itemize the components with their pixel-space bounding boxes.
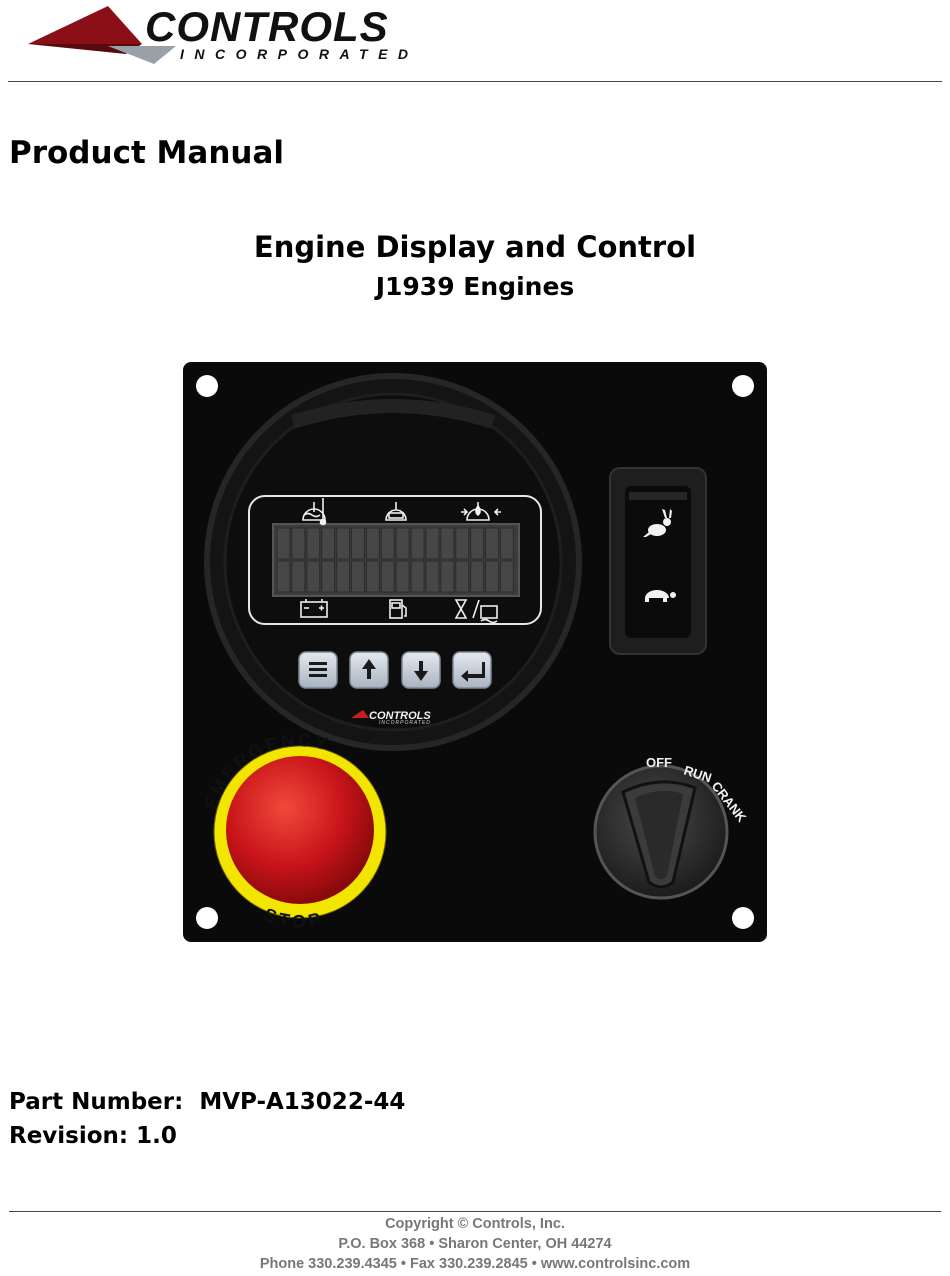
lcd-cell xyxy=(485,560,500,593)
lcd-cell xyxy=(380,560,395,593)
lcd-cell xyxy=(455,527,470,560)
coolant-temperature-icon xyxy=(302,498,327,526)
up-button xyxy=(349,651,389,689)
lcd-cell xyxy=(291,527,306,560)
footer-address: P.O. Box 368 • Sharon Center, OH 44274 xyxy=(338,1236,612,1252)
lcd-cell xyxy=(306,527,321,560)
bezel-logo-sub: INCORPORATED xyxy=(379,720,431,726)
lcd-cell xyxy=(351,527,365,560)
product-subtitle: J1939 Engines xyxy=(375,272,575,301)
lcd-cell xyxy=(470,560,485,593)
enter-button xyxy=(452,651,492,689)
lcd-cell xyxy=(395,527,410,560)
fuel-level-icon xyxy=(389,599,407,619)
key-off-label: OFF xyxy=(646,755,672,770)
bezel-logo: CONTROLS INCORPORATED xyxy=(351,710,431,726)
rabbit-icon xyxy=(643,509,672,537)
lcd-cell xyxy=(395,560,410,593)
lcd-cell xyxy=(500,560,514,593)
lcd-cell xyxy=(440,527,455,560)
lcd-cell xyxy=(291,560,306,593)
lcd-cell xyxy=(500,527,514,560)
engine-control-panel: CONTROLS INCORPORATED EMERGENCY xyxy=(183,362,767,942)
mounting-hole xyxy=(196,907,218,929)
product-title: Engine Display and Control xyxy=(253,230,697,264)
lcd-cell xyxy=(336,560,351,593)
lcd-cell xyxy=(410,527,425,560)
revision: Revision: 1.0 xyxy=(9,1120,177,1152)
footer-copyright: Copyright © Controls, Inc. xyxy=(385,1216,565,1232)
lcd-cell xyxy=(425,560,440,593)
part-number-label: Part Number: xyxy=(9,1089,184,1115)
lcd-cell xyxy=(380,527,395,560)
mounting-hole xyxy=(196,375,218,397)
company-logo: CONTROLS INCORPORATED xyxy=(8,2,445,72)
lcd-cell xyxy=(365,560,380,593)
footer-divider xyxy=(9,1211,941,1212)
bezel-logo-text: CONTROLS xyxy=(369,710,431,722)
device-image: CONTROLS INCORPORATED EMERGENCY xyxy=(183,362,767,942)
revision-label: Revision: xyxy=(9,1123,129,1149)
lcd-cell xyxy=(306,560,321,593)
lcd-cell xyxy=(276,560,291,593)
document-type: Product Manual xyxy=(9,135,285,171)
part-number: Part Number: MVP-A13022-44 xyxy=(9,1086,405,1118)
lcd-cell xyxy=(276,527,291,560)
revision-value: 1.0 xyxy=(136,1123,177,1149)
hour-meter-icon xyxy=(454,599,498,624)
lcd-cell xyxy=(365,527,380,560)
lcd-cell xyxy=(321,560,336,593)
mounting-hole xyxy=(732,375,754,397)
logo-sub-text: INCORPORATED xyxy=(180,46,419,62)
turtle-icon xyxy=(645,590,676,602)
menu-button xyxy=(298,651,338,689)
lcd-cell xyxy=(470,527,485,560)
logo-swoosh-icon xyxy=(28,6,176,64)
lcd-cell xyxy=(410,560,425,593)
emergency-stop-button: EMERGENCY STOP xyxy=(200,730,387,932)
lcd-cell xyxy=(351,560,365,593)
display-window xyxy=(248,495,542,625)
lcd-cell xyxy=(321,527,336,560)
mounting-hole xyxy=(732,907,754,929)
battery-icon xyxy=(300,599,328,618)
lcd-cell xyxy=(336,527,351,560)
down-button xyxy=(401,651,441,689)
speed-rocker-switch xyxy=(609,467,707,655)
logo-brand-text: CONTROLS xyxy=(145,3,389,50)
fuel-oil-icon xyxy=(461,502,501,521)
lcd-cell xyxy=(485,527,500,560)
key-switch: OFF RUN CRANK xyxy=(593,755,750,900)
footer-contact: Phone 330.239.4345 • Fax 330.239.2845 • … xyxy=(259,1256,691,1272)
part-number-value: MVP-A13022-44 xyxy=(199,1089,406,1115)
lcd-cell xyxy=(455,560,470,593)
lcd-cell xyxy=(425,527,440,560)
header-divider xyxy=(8,81,942,82)
lcd-cell xyxy=(440,560,455,593)
oil-pressure-icon xyxy=(385,502,407,521)
